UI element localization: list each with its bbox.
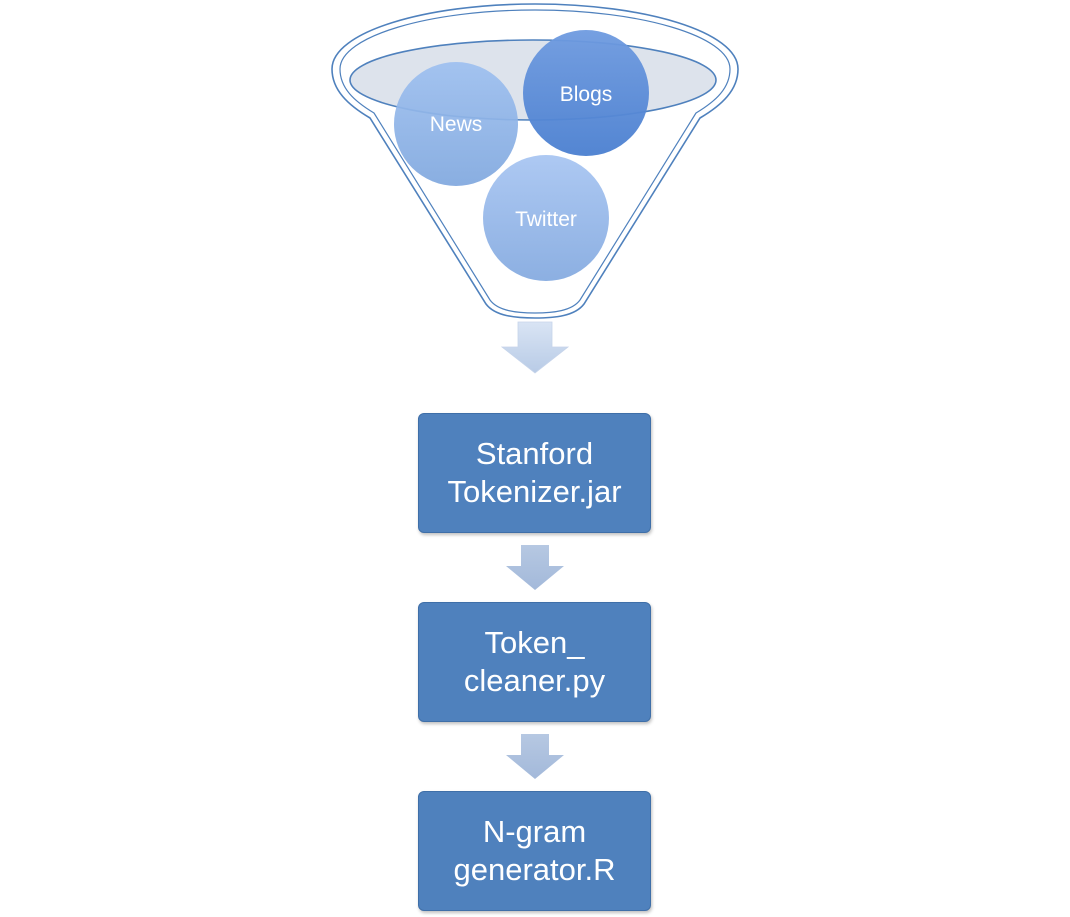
step-token-cleaner: Token_ cleaner.py <box>418 602 651 722</box>
step-stanford-tokenizer: Stanford Tokenizer.jar <box>418 413 651 533</box>
source-label-blogs: Blogs <box>560 83 613 106</box>
step-line: generator.R <box>453 852 616 887</box>
source-bubble-twitter: Twitter <box>483 155 609 281</box>
step-ngram-generator: N-gram generator.R <box>418 791 651 911</box>
arrow-down-icon <box>506 545 564 590</box>
step-line: Stanford <box>475 436 594 471</box>
arrow-down-icon <box>500 321 570 374</box>
step-line: cleaner.py <box>463 663 606 698</box>
arrow-down-icon <box>506 734 564 779</box>
step-line: N-gram <box>482 814 587 849</box>
source-label-news: News <box>430 113 483 136</box>
source-bubble-blogs: Blogs <box>523 30 649 156</box>
source-label-twitter: Twitter <box>515 208 577 231</box>
step-line: Tokenizer.jar <box>447 474 622 509</box>
source-bubble-news: News <box>394 62 518 186</box>
step-line: Token_ <box>484 625 585 660</box>
